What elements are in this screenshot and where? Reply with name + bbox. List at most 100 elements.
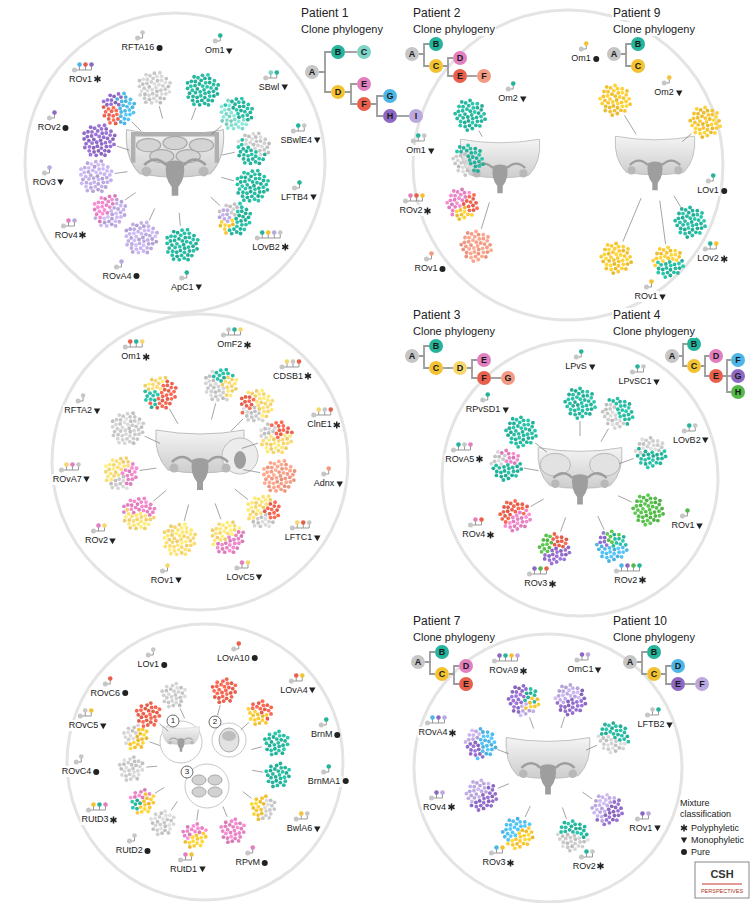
cell-cluster <box>601 397 635 430</box>
cell-dot <box>260 500 264 504</box>
cell-dot <box>625 422 629 426</box>
cell-dot <box>560 553 564 557</box>
cell-dot <box>227 103 231 107</box>
cell-dot <box>254 150 258 154</box>
intestine-loop <box>208 775 222 785</box>
cell-dot <box>105 103 109 107</box>
cell-dot <box>468 158 472 162</box>
cell-dot <box>230 532 234 536</box>
cell-dot <box>613 84 617 88</box>
cell-dot <box>272 481 276 485</box>
cell-dot <box>219 379 223 383</box>
cell-dot <box>475 206 479 210</box>
cell-dot <box>624 543 628 547</box>
cell-dot <box>225 393 229 397</box>
cell-dot <box>259 434 263 438</box>
cell-dot <box>151 394 155 398</box>
cell-dot <box>153 390 157 394</box>
cell-dot <box>261 414 265 418</box>
cell-dot <box>498 512 502 516</box>
cell-dot <box>673 253 677 257</box>
cell-dot <box>506 463 510 467</box>
cell-dot <box>144 518 148 522</box>
cell-dot <box>203 96 207 100</box>
cell-dot <box>627 97 631 101</box>
cell-dot <box>230 389 234 393</box>
cell-dot <box>553 532 557 536</box>
ovary-shape <box>551 479 560 488</box>
cell-dot <box>244 218 248 222</box>
cell-dot <box>137 428 141 432</box>
leader-line <box>531 499 544 507</box>
cell-dot <box>109 129 113 133</box>
cell-dot <box>642 496 646 500</box>
cell-dot <box>542 547 546 551</box>
cell-dot <box>603 547 607 551</box>
cell-dot <box>92 137 96 141</box>
cell-dot <box>79 173 83 177</box>
cell-dot <box>543 557 547 561</box>
cell-dot <box>212 374 216 378</box>
cell-dot <box>614 252 618 256</box>
cell-dot <box>691 209 695 213</box>
cell-dot <box>250 169 254 173</box>
cell-dot <box>614 267 618 271</box>
cell-dot <box>158 401 162 405</box>
cell-dot <box>462 216 466 220</box>
cell-dot <box>151 230 155 234</box>
cell-dot <box>604 407 608 411</box>
cell-dot <box>267 524 271 528</box>
fallopian-tube <box>662 161 680 166</box>
cell-dot <box>90 141 94 145</box>
cell-dot <box>180 253 184 257</box>
cell-dot <box>649 496 653 500</box>
cell-dot <box>623 404 627 408</box>
cell-dot <box>249 411 253 415</box>
cell-dot <box>680 207 684 211</box>
cell-dot <box>223 550 227 554</box>
cell-dot <box>610 530 614 534</box>
cell-dot <box>119 418 123 422</box>
cell-dot <box>556 540 560 544</box>
cell-dot <box>169 239 173 243</box>
cell-cluster <box>459 230 493 263</box>
cell-dot <box>145 251 149 255</box>
cell-dot <box>152 71 156 75</box>
cell-dot <box>183 236 187 240</box>
cell-dot <box>208 77 212 81</box>
cell-dot <box>683 228 687 232</box>
cell-dot <box>215 87 219 91</box>
cell-dot <box>554 547 558 551</box>
cell-cluster <box>79 159 113 193</box>
cell-dot <box>183 522 187 526</box>
cell-dot <box>584 411 588 415</box>
cell-dot <box>603 109 607 113</box>
cell-dot <box>277 470 281 474</box>
cell-dot <box>141 430 145 434</box>
fallopian-tube <box>172 457 192 462</box>
cell-dot <box>186 228 190 232</box>
cell-dot <box>189 543 193 547</box>
cell-dot <box>545 542 549 546</box>
cell-dot <box>192 249 196 253</box>
cell-dot <box>134 424 138 428</box>
cell-dot <box>89 186 93 190</box>
cell-dot <box>135 224 139 228</box>
cell-dot <box>464 101 468 105</box>
cell-dot <box>581 409 585 413</box>
cell-dot <box>141 236 145 240</box>
cell-dot <box>243 400 247 404</box>
cell-dot <box>282 428 286 432</box>
cell-dot <box>641 446 645 450</box>
cell-dot <box>120 200 124 204</box>
cell-dot <box>615 98 619 102</box>
cell-dot <box>137 432 141 436</box>
cell-dot <box>608 97 612 101</box>
cell-cluster <box>634 436 668 469</box>
fallopian-tube <box>556 763 575 768</box>
cell-dot <box>482 112 486 116</box>
cell-dot <box>85 189 89 193</box>
cell-dot <box>126 478 130 482</box>
cell-dot <box>475 116 479 120</box>
cell-dot <box>157 83 161 87</box>
